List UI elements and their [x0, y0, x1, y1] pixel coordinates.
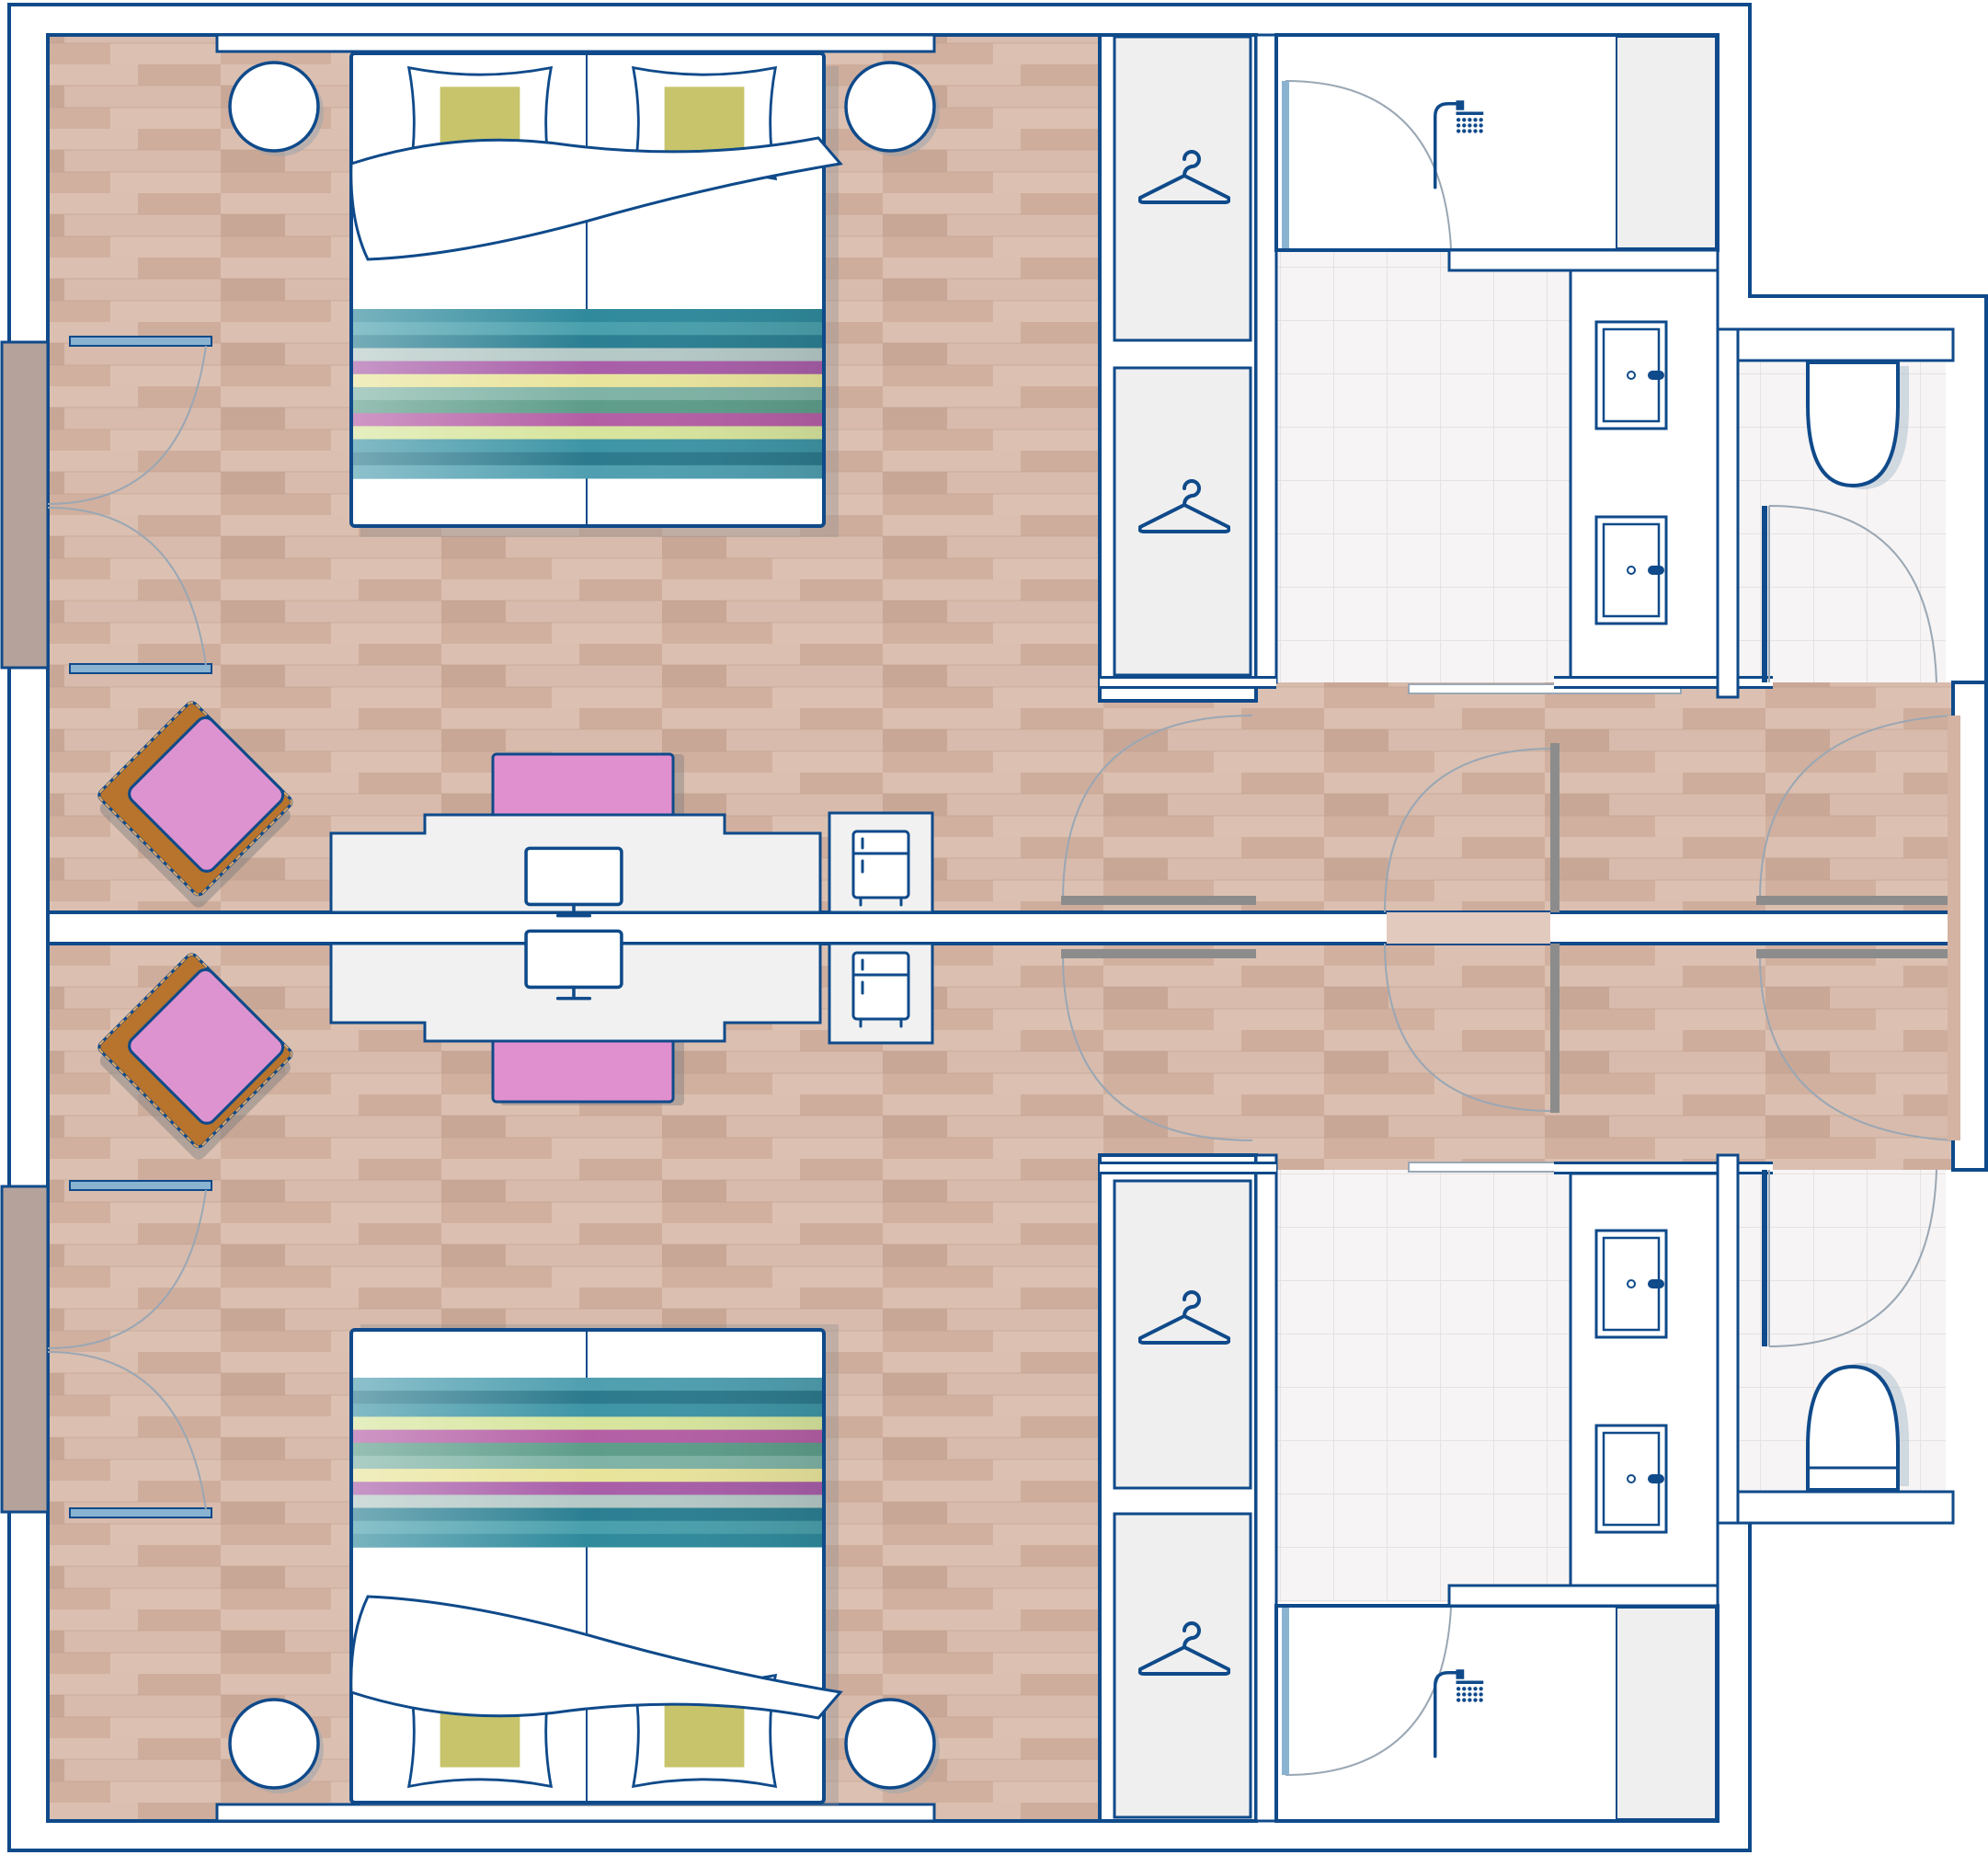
minibar-icon	[851, 830, 910, 907]
runner-sheen	[353, 309, 822, 478]
toilet-icon	[1806, 361, 1909, 489]
party-wall	[46, 910, 1988, 945]
upper-corridor-floor	[1100, 682, 1955, 912]
window-upper	[0, 336, 212, 674]
monitor-icon	[524, 846, 623, 918]
toilet-room-upper	[1716, 327, 1955, 699]
sink-icon	[1594, 515, 1668, 625]
entry-doors	[1061, 715, 1955, 1141]
sink-icon	[1594, 1424, 1668, 1534]
runner-sheen	[353, 1378, 822, 1547]
monitor-icon	[524, 929, 623, 1001]
headboard-shelf-lower	[215, 1803, 936, 1823]
wardrobe-column-lower	[1098, 1153, 1258, 1823]
bed-runner	[353, 1378, 822, 1548]
lower-bath-floor	[1276, 1170, 1571, 1602]
lower-corridor-floor	[1100, 944, 1955, 1170]
desk-upper	[329, 752, 934, 918]
toilet-room-lower	[1716, 1153, 1955, 1525]
toilet-icon	[1806, 1363, 1909, 1492]
bed-runner	[353, 309, 822, 479]
double-bed-lower	[349, 1324, 843, 1806]
sink-icon	[1594, 1229, 1668, 1339]
headboard-shelf-upper	[215, 33, 936, 53]
bathroom-upper	[1100, 33, 1773, 694]
desk-lower	[329, 929, 934, 1105]
upper-bath-floor	[1276, 250, 1571, 682]
sink-icon	[1594, 320, 1668, 430]
connecting-door-gap	[1387, 912, 1550, 944]
minibar-icon	[851, 951, 910, 1028]
bathroom-lower	[1100, 1153, 1773, 1823]
double-bed-upper	[349, 52, 843, 537]
wardrobe-column-upper	[1098, 33, 1258, 703]
window-lower	[0, 1180, 212, 1518]
corridor-end-wall-cut	[1948, 716, 1960, 1140]
